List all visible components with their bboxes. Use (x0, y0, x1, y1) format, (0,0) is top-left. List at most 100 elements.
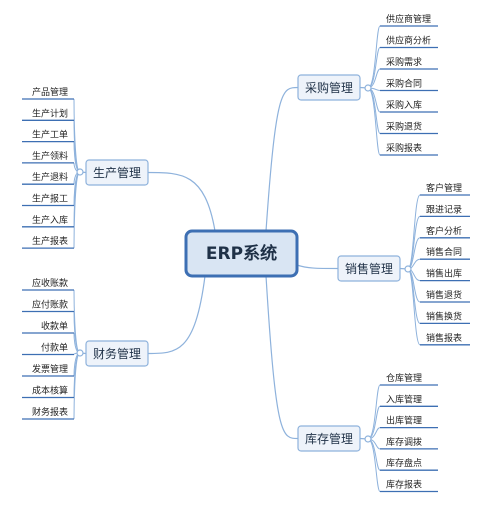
center-to-inventory-line (265, 275, 299, 440)
leaf-node[interactable]: 采购需求 (380, 56, 438, 70)
leaf-node[interactable]: 客户管理 (420, 182, 470, 196)
leaf-node[interactable]: 成本核算 (22, 385, 74, 399)
center-to-sales-line (296, 264, 339, 270)
leaf-node[interactable]: 库存盘点 (380, 457, 438, 471)
leaf-node[interactable]: 应付账款 (22, 299, 74, 313)
leaf-node[interactable]: 生产入库 (22, 214, 74, 228)
leaf-label: 应收账款 (32, 277, 68, 289)
sales-leaf-connector (407, 194, 421, 270)
leaf-label: 采购入库 (386, 99, 422, 111)
leaf-label: 销售出库 (426, 268, 462, 280)
leaf-node[interactable]: 生产计划 (22, 107, 74, 121)
leaf-label: 库存报表 (386, 479, 422, 491)
leaf-label: 库存盘点 (386, 457, 422, 469)
leaf-label: 销售退货 (426, 289, 462, 301)
leaf-label: 采购报表 (386, 142, 422, 154)
leaf-node[interactable]: 生产报表 (22, 235, 74, 249)
leaf-node[interactable]: 生产报工 (22, 193, 74, 207)
leaf-label: 销售合同 (426, 246, 462, 258)
leaf-node[interactable]: 生产退料 (22, 171, 74, 185)
leaf-label: 生产入库 (32, 214, 68, 226)
leaf-node[interactable]: 客户分析 (420, 225, 470, 239)
branch-node-box (297, 74, 361, 101)
leaf-node[interactable]: 生产领料 (22, 150, 74, 164)
leaf-node[interactable]: 供应商分析 (380, 35, 438, 49)
branch-node-finance[interactable]: 财务管理 (85, 340, 149, 367)
branch-node-production[interactable]: 生产管理 (85, 159, 149, 186)
center-node[interactable]: ERP系统 (184, 229, 299, 278)
sales-leaf-connector (407, 215, 421, 270)
leaf-node[interactable]: 财务报表 (22, 406, 74, 420)
sales-leaf-connector (407, 268, 421, 324)
branch-node-label: 财务管理 (93, 346, 141, 361)
inventory-collapse-knob[interactable] (364, 435, 372, 443)
leaf-label: 销售换货 (426, 310, 462, 322)
branch-node-box (85, 159, 149, 186)
leaf-node[interactable]: 生产工单 (22, 129, 74, 143)
leaf-node[interactable]: 销售退货 (420, 289, 470, 303)
leaf-label: 生产工单 (32, 129, 68, 141)
leaf-node[interactable]: 销售报表 (420, 332, 470, 346)
leaf-label: 生产退料 (32, 171, 68, 183)
leaf-node[interactable]: 收款单 (22, 320, 74, 334)
leaf-label: 财务报表 (32, 406, 68, 418)
leaf-node[interactable]: 出库管理 (380, 415, 438, 429)
purchase-collapse-knob[interactable] (364, 84, 372, 92)
center-to-production-line (147, 171, 216, 232)
finance-collapse-knob[interactable] (76, 349, 84, 357)
leaf-label: 付款单 (41, 342, 68, 354)
leaf-node[interactable]: 跟进记录 (420, 204, 470, 218)
leaf-label: 库存调拨 (386, 436, 422, 448)
leaf-node[interactable]: 销售出库 (420, 268, 470, 282)
production-collapse-knob[interactable] (76, 168, 84, 176)
leaf-node[interactable]: 应收账款 (22, 277, 74, 291)
leaf-node[interactable]: 销售换货 (420, 310, 470, 325)
center-node-box (184, 229, 299, 278)
leaf-label: 销售报表 (426, 332, 462, 344)
leaf-label: 出库管理 (386, 415, 422, 427)
leaf-node[interactable]: 采购合同 (380, 78, 438, 92)
leaf-label: 供应商分析 (386, 35, 431, 47)
sales-collapse-knob[interactable] (404, 265, 412, 273)
leaf-label: 生产领料 (32, 150, 68, 162)
leaf-label: 客户分析 (426, 225, 462, 237)
branch-node-purchase[interactable]: 采购管理 (297, 74, 361, 101)
leaf-node[interactable]: 库存报表 (380, 479, 438, 493)
leaf-node[interactable]: 采购报表 (380, 142, 438, 156)
leaf-label: 生产计划 (32, 107, 68, 119)
leaf-label: 仓库管理 (386, 372, 422, 384)
center-node-label: ERP系统 (206, 243, 277, 264)
leaf-label: 收款单 (41, 320, 68, 332)
leaf-node[interactable]: 库存调拨 (380, 436, 438, 450)
leaf-label: 应付账款 (32, 299, 68, 311)
leaf-node[interactable]: 采购入库 (380, 99, 438, 113)
branch-node-label: 库存管理 (305, 431, 353, 446)
leaf-node[interactable]: 发票管理 (22, 363, 74, 377)
leaf-label: 成本核算 (32, 385, 68, 397)
leaf-node[interactable]: 采购退货 (380, 121, 438, 135)
branch-node-box (297, 425, 361, 452)
leaf-label: 采购需求 (386, 56, 422, 68)
leaf-node[interactable]: 付款单 (22, 342, 74, 356)
branch-node-box (85, 340, 149, 367)
leaf-node[interactable]: 销售合同 (420, 246, 470, 260)
leaf-label: 发票管理 (32, 363, 68, 375)
branch-node-label: 生产管理 (93, 165, 141, 180)
branch-node-label: 销售管理 (345, 261, 393, 276)
leaf-label: 采购合同 (386, 78, 422, 90)
leaf-node[interactable]: 供应商管理 (380, 13, 438, 27)
branch-node-sales[interactable]: 销售管理 (337, 255, 401, 282)
leaf-label: 入库管理 (386, 393, 422, 405)
leaf-node[interactable]: 产品管理 (22, 86, 74, 100)
leaf-label: 跟进记录 (426, 204, 462, 215)
branch-node-inventory[interactable]: 库存管理 (297, 425, 361, 452)
leaf-node[interactable]: 入库管理 (380, 393, 438, 407)
leaf-node[interactable]: 仓库管理 (380, 372, 438, 386)
purchase-leaf-connector (367, 87, 381, 156)
leaf-label: 采购退货 (386, 121, 422, 133)
center-to-purchase-line (265, 86, 299, 232)
